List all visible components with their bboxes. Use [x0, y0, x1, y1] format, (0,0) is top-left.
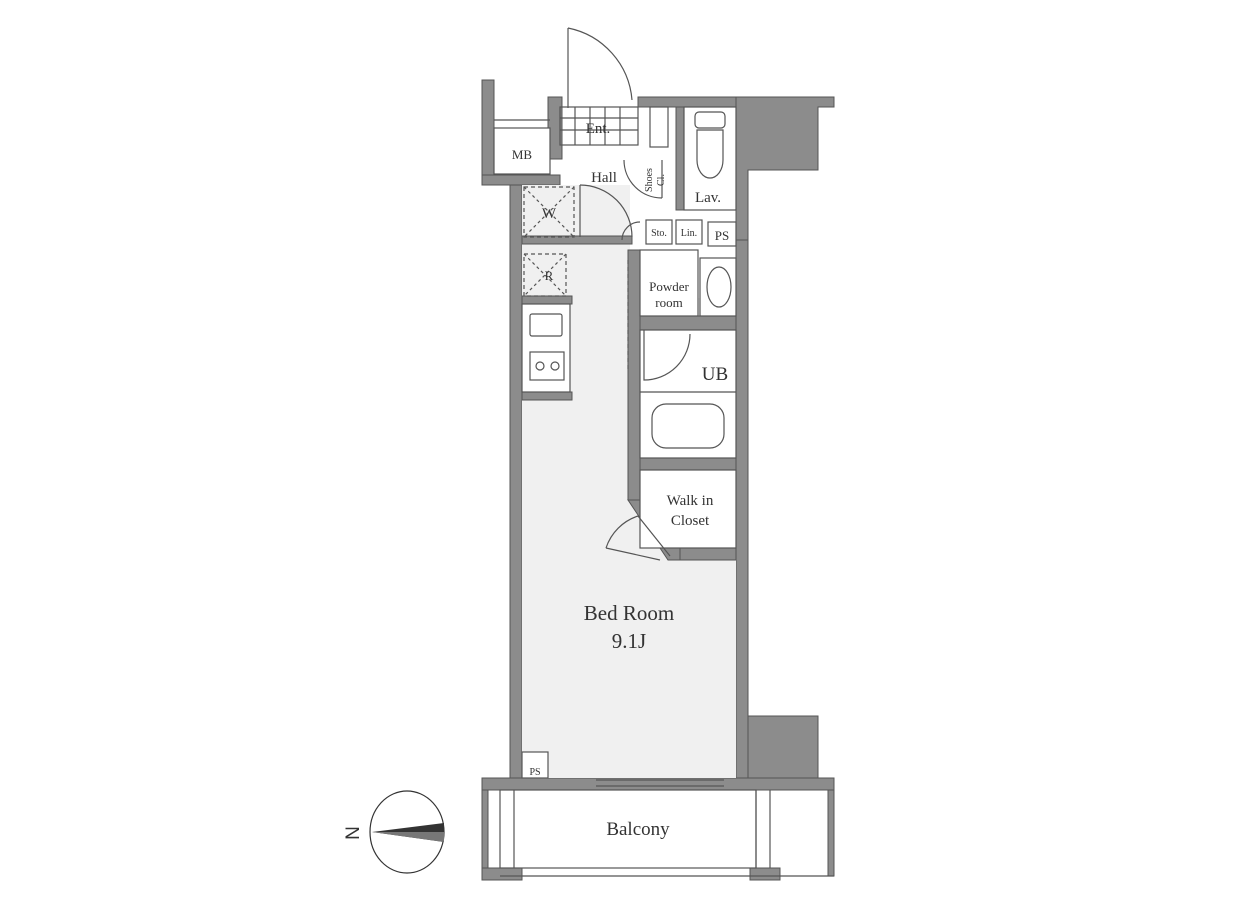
washer-label: W: [542, 206, 557, 222]
linen-label: Lin.: [681, 228, 697, 239]
shoes-closet-label-line1: Shoes: [644, 168, 655, 192]
north-arrow-icon: [369, 790, 445, 874]
walk-in-closet-label-line2: Closet: [671, 513, 710, 529]
powder-room-label-line2: room: [655, 295, 682, 310]
bedroom-size-label: 9.1J: [612, 629, 646, 653]
powder-room-label-line1: Powder: [649, 279, 689, 294]
refrigerator-label: R: [545, 268, 554, 283]
storage-label: Sto.: [651, 228, 667, 239]
pipe-space-upper-label: PS: [715, 228, 729, 243]
hall-label: Hall: [591, 170, 617, 186]
shoes-closet-label-line2: Cl.: [656, 174, 667, 186]
bedroom-label: Bed Room: [584, 601, 674, 625]
meter-box-label: MB: [512, 147, 533, 162]
balcony-label: Balcony: [606, 819, 670, 840]
unit-bath-label: UB: [702, 364, 728, 385]
lavatory-label: Lav.: [695, 190, 721, 206]
north-label: N: [343, 826, 364, 840]
pipe-space-lower-label: PS: [529, 767, 540, 778]
entrance-label: Ent.: [586, 121, 611, 137]
fixtures: [493, 27, 834, 877]
walk-in-closet-label-line1: Walk in: [667, 493, 714, 509]
